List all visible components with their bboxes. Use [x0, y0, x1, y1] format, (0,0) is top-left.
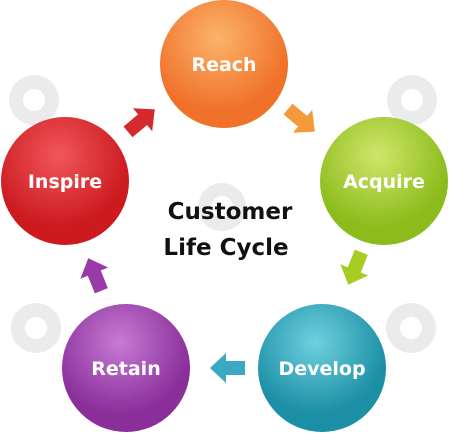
arrow-inspire-to-reach	[123, 108, 155, 138]
cycle-arrows	[80, 103, 369, 383]
arrow-retain-to-inspire	[80, 258, 109, 294]
stage-node-reach: Reach	[160, 0, 288, 128]
ring-decoration-left-bottom	[11, 303, 61, 353]
background-rings	[9, 75, 437, 353]
stage-label-develop: Develop	[278, 358, 365, 380]
stage-circle-develop	[258, 304, 386, 432]
center-title: Customer Life Cycle	[163, 199, 293, 261]
arrow-develop-to-retain	[210, 353, 245, 383]
stage-node-acquire: Acquire	[320, 117, 448, 245]
stage-circle-inspire	[1, 117, 129, 245]
arrow-acquire-to-develop	[340, 249, 369, 285]
ring-decoration-right-top	[387, 75, 437, 125]
stage-node-develop: Develop	[258, 304, 386, 432]
stage-label-retain: Retain	[91, 358, 160, 380]
stage-label-inspire: Inspire	[28, 171, 102, 193]
center-title-line-1: Customer	[168, 199, 293, 225]
ring-decoration-left-top	[9, 75, 59, 125]
stage-label-reach: Reach	[191, 54, 256, 76]
center-title-line-2: Life Cycle	[163, 235, 288, 261]
stage-label-acquire: Acquire	[343, 171, 425, 193]
stage-node-inspire: Inspire	[1, 117, 129, 245]
ring-decoration-right-bottom	[386, 303, 436, 353]
ring-decoration-center	[198, 183, 246, 231]
stage-node-retain: Retain	[62, 304, 190, 432]
stage-circle-reach	[160, 0, 288, 128]
stage-circle-retain	[62, 304, 190, 432]
arrow-reach-to-acquire	[283, 103, 315, 133]
stage-circle-acquire	[320, 117, 448, 245]
